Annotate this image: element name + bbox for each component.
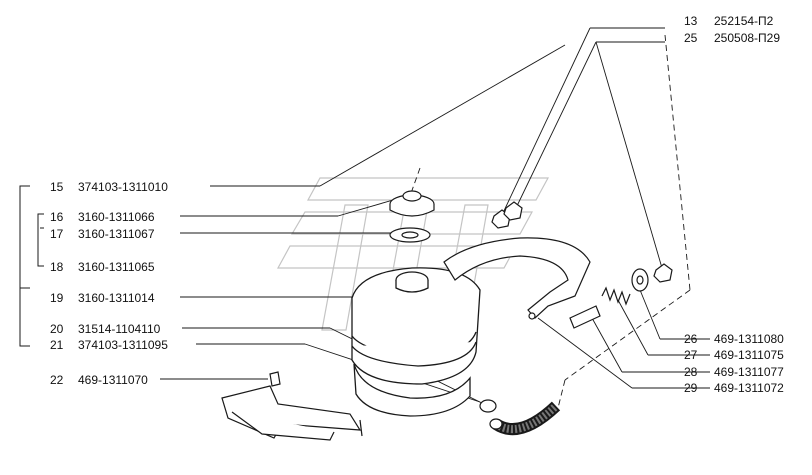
- expansion-tank: [351, 267, 481, 417]
- callout-19-num: 19: [50, 291, 64, 305]
- filler-cap: [389, 190, 435, 217]
- callout-18-num: 18: [50, 260, 64, 274]
- callout-15-code: 374103-1311010: [78, 180, 168, 194]
- callout-20-code: 31514-1104110: [78, 322, 161, 336]
- washer-25: [503, 201, 523, 221]
- callout-27-num: 27: [684, 348, 698, 362]
- nut-26: [653, 263, 673, 283]
- hose: [479, 399, 561, 436]
- callout-17-code: 3160-1311067: [78, 227, 155, 241]
- callout-21-code: 374103-1311095: [78, 338, 168, 352]
- callout-22-num: 22: [50, 373, 64, 387]
- callout-22-code: 469-1311070: [78, 373, 148, 387]
- callout-25-num: 25: [684, 31, 698, 45]
- callout-13-num: 13: [684, 14, 698, 28]
- mounting-strap: [221, 371, 363, 441]
- sleeve-28: [569, 305, 601, 329]
- callout-26-code: 469-1311080: [714, 332, 784, 346]
- callout-29-num: 29: [684, 381, 698, 395]
- clamp-band: [443, 237, 591, 320]
- callout-20-num: 20: [50, 322, 64, 336]
- callout-17-num: 17: [50, 227, 64, 241]
- callout-13-code: 252154-П2: [714, 14, 774, 28]
- callout-21-num: 21: [50, 338, 64, 352]
- small-parts: [491, 201, 673, 329]
- callout-28-code: 469-1311077: [714, 365, 784, 379]
- callout-19-code: 3160-1311014: [78, 291, 155, 305]
- spring-27: [601, 286, 631, 306]
- callout-28-num: 28: [684, 365, 698, 379]
- callout-27-code: 469-1311075: [714, 348, 784, 362]
- gasket: [389, 227, 431, 243]
- group-bracket: [19, 185, 44, 347]
- callout-29-code: 469-1311072: [714, 381, 784, 395]
- callout-16-code: 3160-1311066: [78, 210, 155, 224]
- callout-16-num: 16: [50, 210, 64, 224]
- callout-25-code: 250508-П29: [714, 31, 781, 45]
- callout-18-code: 3160-1311065: [78, 260, 155, 274]
- callout-26-num: 26: [684, 332, 698, 346]
- callout-15-num: 15: [50, 180, 64, 194]
